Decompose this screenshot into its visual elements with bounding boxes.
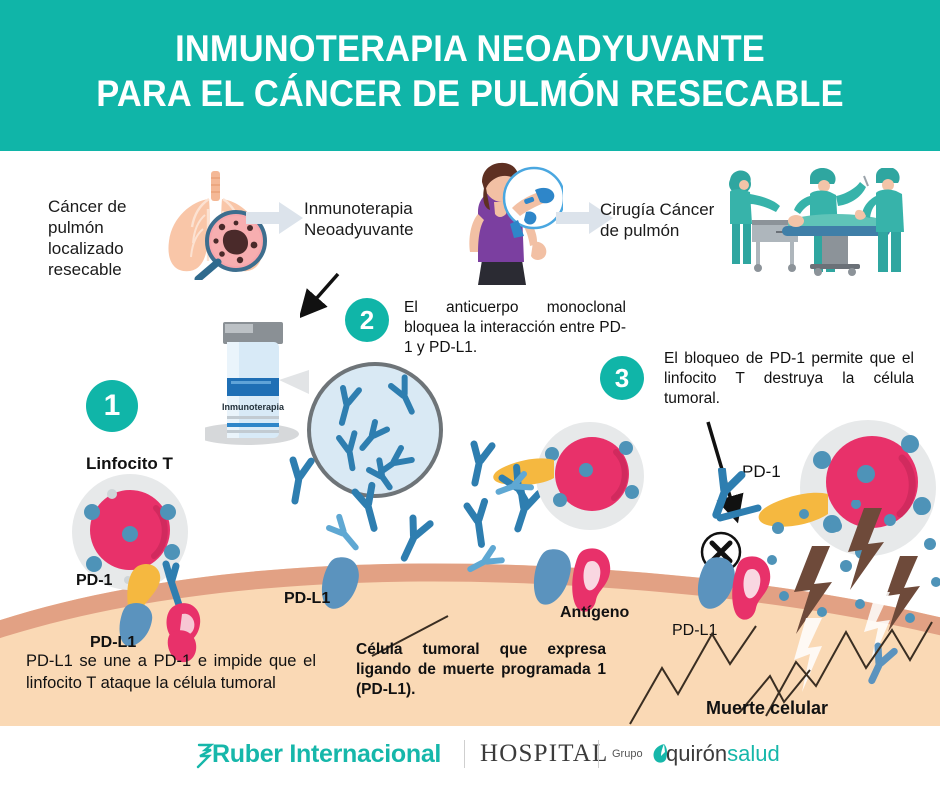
step-badge-1: 1 [86,380,138,432]
antibodies-center [470,440,535,509]
arrow-right-icon-2 [556,202,613,234]
lungs-illustration [168,171,267,280]
footer-divider-1 [464,740,465,768]
label-muerte-celular: Muerte celular [706,698,829,718]
flow-label-cancer-l1: Cáncer de [48,197,127,216]
flow-label-inmunoterapia: Inmunoterapia Neoadyuvante [304,198,454,240]
page-title-line2: PARA EL CÁNCER DE PULMÓN RESECABLE [96,73,844,114]
label-antigeno: Antígeno [560,604,630,621]
membrane-cracks [629,621,933,725]
footer-ruber-internacional: Ruber Internacional [212,740,442,768]
body-text-left: PD-L1 se une a PD-1 e impide que el linf… [26,652,316,692]
label-pdl1-right: PD-L1 [672,622,718,639]
label-pd1-right: PD-1 [742,462,781,481]
pdl1-receptor-right [732,556,771,620]
vial-label-text: Inmunoterapia [222,402,285,412]
patient-infusion-illustration [469,162,563,285]
step-badge-1-number: 1 [103,389,121,422]
flow-label-cancer-l2: pulmón [48,218,104,237]
flow-label-cancer: Cáncer de pulmón localizado resecable [48,196,168,280]
antibody-magnifier-circle [307,362,443,498]
flow-label-cirugia-l1: Cirugía Cáncer [600,200,715,219]
step-text-3: El bloqueo de PD-1 permite que el linfoc… [664,350,914,407]
footer-quironsalud: quirónsalud [666,741,780,767]
label-pdl1-left: PD-L1 [90,634,137,651]
footer: Ruber Internacional HOSPITAL Grupo quiró… [0,726,940,788]
flow-label-cirugia-l2: de pulmón [600,221,680,240]
label-pdl1-center: PD-L1 [284,590,331,607]
label-linfocito-t: Linfocito T [86,454,173,473]
ruber-logo-icon [196,743,214,769]
step-text-2: El anticuerpo monoclonal bloquea la inte… [404,299,626,356]
flow-label-cancer-l3: localizado [48,239,124,258]
flow-label-inmuno-l1: Inmunoterapia [304,199,413,218]
footer-grupo-label: Grupo [612,748,643,760]
label-pd1-left: PD-1 [76,572,113,589]
body-text-center: Célula tumoral que expresa ligando de mu… [356,641,606,698]
footer-hospital: HOSPITAL [480,740,609,767]
footer-salud-text: salud [727,741,780,766]
page-title-line1: INMUNOTERAPIA NEOADYUVANTE [175,28,765,69]
step-badge-3: 3 [600,356,644,400]
page-title: INMUNOTERAPIA NEOADYUVANTE PARA EL CÁNCE… [33,26,907,116]
step-badge-3-number: 3 [614,362,630,393]
step-badge-2: 2 [345,298,389,342]
arrow-to-vial [300,272,340,318]
flow-label-cirugia: Cirugía Cáncer de pulmón [600,199,760,241]
immunotherapy-vial: Inmunoterapia [205,322,309,445]
antigen-receptor-right [697,557,735,609]
footer-divider-2 [598,740,599,768]
free-antibodies-cluster [289,456,543,573]
arrow-to-blocked-site [706,421,744,524]
flow-label-cancer-l4: resecable [48,260,122,279]
arrow-right-icon-1 [246,202,303,234]
blocking-antibodies-right [712,468,762,522]
t-lymphocyte-center [536,422,644,530]
footer-quiron-text: quirón [666,741,728,766]
t-lymphocyte-left [72,474,188,590]
pd1-pdl1-binding-left [119,560,201,663]
quironsalud-leaf-icon [653,744,668,763]
caption-pointer-line [371,615,449,657]
pdl1-receptor-center-right [572,548,611,612]
flow-label-inmuno-l2: Neoadyuvante [304,220,414,239]
surgery-illustration [729,168,904,276]
pd1-receptor-right [758,492,828,527]
cell-death-effects [767,500,940,692]
header-banner: INMUNOTERAPIA NEOADYUVANTE PARA EL CÁNCE… [0,0,940,151]
antigen-receptor-center [533,549,571,605]
step-badge-2-number: 2 [359,304,375,335]
pdl1-receptor-center-left [321,557,359,609]
